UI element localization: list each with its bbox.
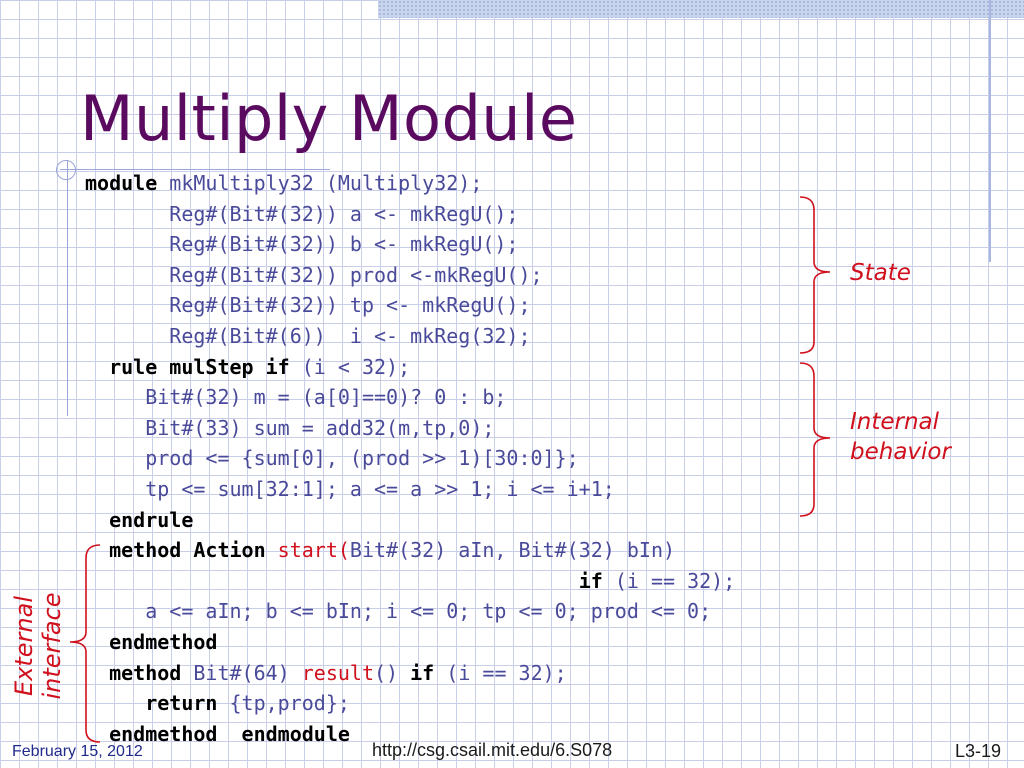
footer-date: February 15, 2012: [12, 743, 143, 760]
code-text: {tp,prod};: [217, 691, 350, 716]
code-line: a <= aIn; b <= bIn; i <= 0; tp <= 0; pro…: [85, 599, 711, 623]
code-line: method Action start(Bit#(32) aIn, Bit#(3…: [85, 538, 675, 562]
code-text: prod <= {sum[0], (prod >> 1)[30:0]};: [85, 446, 579, 471]
code-line: prod <= {sum[0], (prod >> 1)[30:0]};: [85, 446, 579, 471]
code-line: endrule: [85, 508, 193, 532]
code-line: Reg#(Bit#(32)) tp <- mkRegU();: [85, 293, 531, 318]
bullet-ring-icon: [56, 160, 76, 180]
annotation-external-interface: External interface: [6, 588, 70, 704]
annotation-internal-line1: Internal: [850, 409, 940, 435]
left-vertical-line: [67, 160, 68, 416]
code-line: module mkMultiply32 (Multiply32);: [85, 171, 482, 195]
footer-page-number: L3-19: [955, 741, 1002, 761]
code-line: endmethod endmodule: [85, 722, 350, 746]
code-line: tp <= sum[32:1]; a <= a >> 1; i <= i+1;: [85, 477, 615, 501]
code-method-name: result: [301, 660, 375, 685]
code-line: method Bit#(64) result() if (i == 32);: [85, 661, 567, 685]
internal-brace-icon: [799, 362, 831, 517]
code-keyword: method Action: [109, 538, 278, 563]
code-text: Reg#(Bit#(32)) b <- mkRegU();: [85, 232, 519, 257]
code-keyword: module: [85, 171, 170, 195]
code-text: mkMultiply32 (Multiply32);: [169, 171, 483, 195]
code-text: Reg#(Bit#(32)) prod <-mkRegU();: [85, 262, 543, 287]
code-method-name: start(: [277, 538, 350, 563]
code-text: (i == 32);: [602, 568, 736, 593]
code-text: Reg#(Bit#(32)) a <- mkRegU();: [85, 201, 519, 226]
code-block: module mkMultiply32 (Multiply32); Reg#(B…: [85, 168, 735, 749]
code-keyword: if: [578, 568, 603, 593]
code-line: Reg#(Bit#(32)) a <- mkRegU();: [85, 202, 518, 226]
code-text: a <= aIn; b <= bIn; i <= 0; tp <= 0; pro…: [85, 599, 712, 624]
code-keyword: endrule: [109, 507, 194, 532]
title-underline: [60, 169, 330, 170]
code-line: Reg#(Bit#(32)) b <- mkRegU();: [85, 232, 518, 256]
code-text: (): [374, 660, 411, 685]
external-brace-icon: [69, 544, 101, 743]
code-line: endmethod: [85, 630, 217, 654]
annotation-external-line1: External: [10, 596, 38, 697]
code-text: (i < 32);: [289, 354, 411, 379]
code-text: Bit#(64): [181, 660, 302, 685]
code-line: if (i == 32);: [85, 568, 736, 593]
code-line: return {tp,prod};: [85, 691, 350, 715]
code-line: Reg#(Bit#(6)) i <- mkReg(32);: [85, 323, 531, 348]
annotation-internal-line2: behavior: [850, 439, 951, 465]
code-text: Reg#(Bit#(32)) tp <- mkRegU();: [85, 293, 531, 318]
code-keyword: return: [145, 691, 218, 716]
annotation-state: State: [850, 260, 911, 286]
code-keyword: endmethod endmodule: [109, 721, 350, 746]
code-line: Reg#(Bit#(32)) prod <-mkRegU();: [85, 262, 543, 287]
footer-url[interactable]: http://csg.csail.mit.edu/6.S078: [372, 740, 613, 760]
code-text: (i == 32);: [434, 660, 567, 685]
code-text: Bit#(32) m = (a[0]==0)? 0 : b;: [85, 385, 507, 410]
annotation-internal-behavior: Internal behavior: [850, 407, 951, 467]
code-line: Bit#(33) sum = add32(m,tp,0);: [85, 416, 494, 440]
code-line: Bit#(32) m = (a[0]==0)? 0 : b;: [85, 385, 506, 409]
right-decorative-line: [989, 0, 991, 262]
code-keyword: if: [410, 660, 435, 685]
code-line: rule mulStep if (i < 32);: [85, 355, 410, 379]
top-decorative-band: [378, 0, 1024, 18]
code-keyword: endmethod: [109, 629, 218, 654]
code-text: Bit#(32) aIn, Bit#(32) bIn): [349, 538, 676, 563]
code-text: tp <= sum[32:1]; a <= a >> 1; i <= i+1;: [85, 476, 615, 501]
state-brace-icon: [799, 196, 831, 354]
annotation-external-line2: interface: [38, 592, 66, 700]
slide-title: Multiply Module: [80, 82, 578, 155]
code-keyword: rule mulStep if: [109, 354, 290, 379]
code-text: Reg#(Bit#(6)) i <- mkReg(32);: [85, 323, 531, 348]
code-keyword: method: [109, 660, 182, 685]
code-text: Bit#(33) sum = add32(m,tp,0);: [85, 415, 495, 440]
